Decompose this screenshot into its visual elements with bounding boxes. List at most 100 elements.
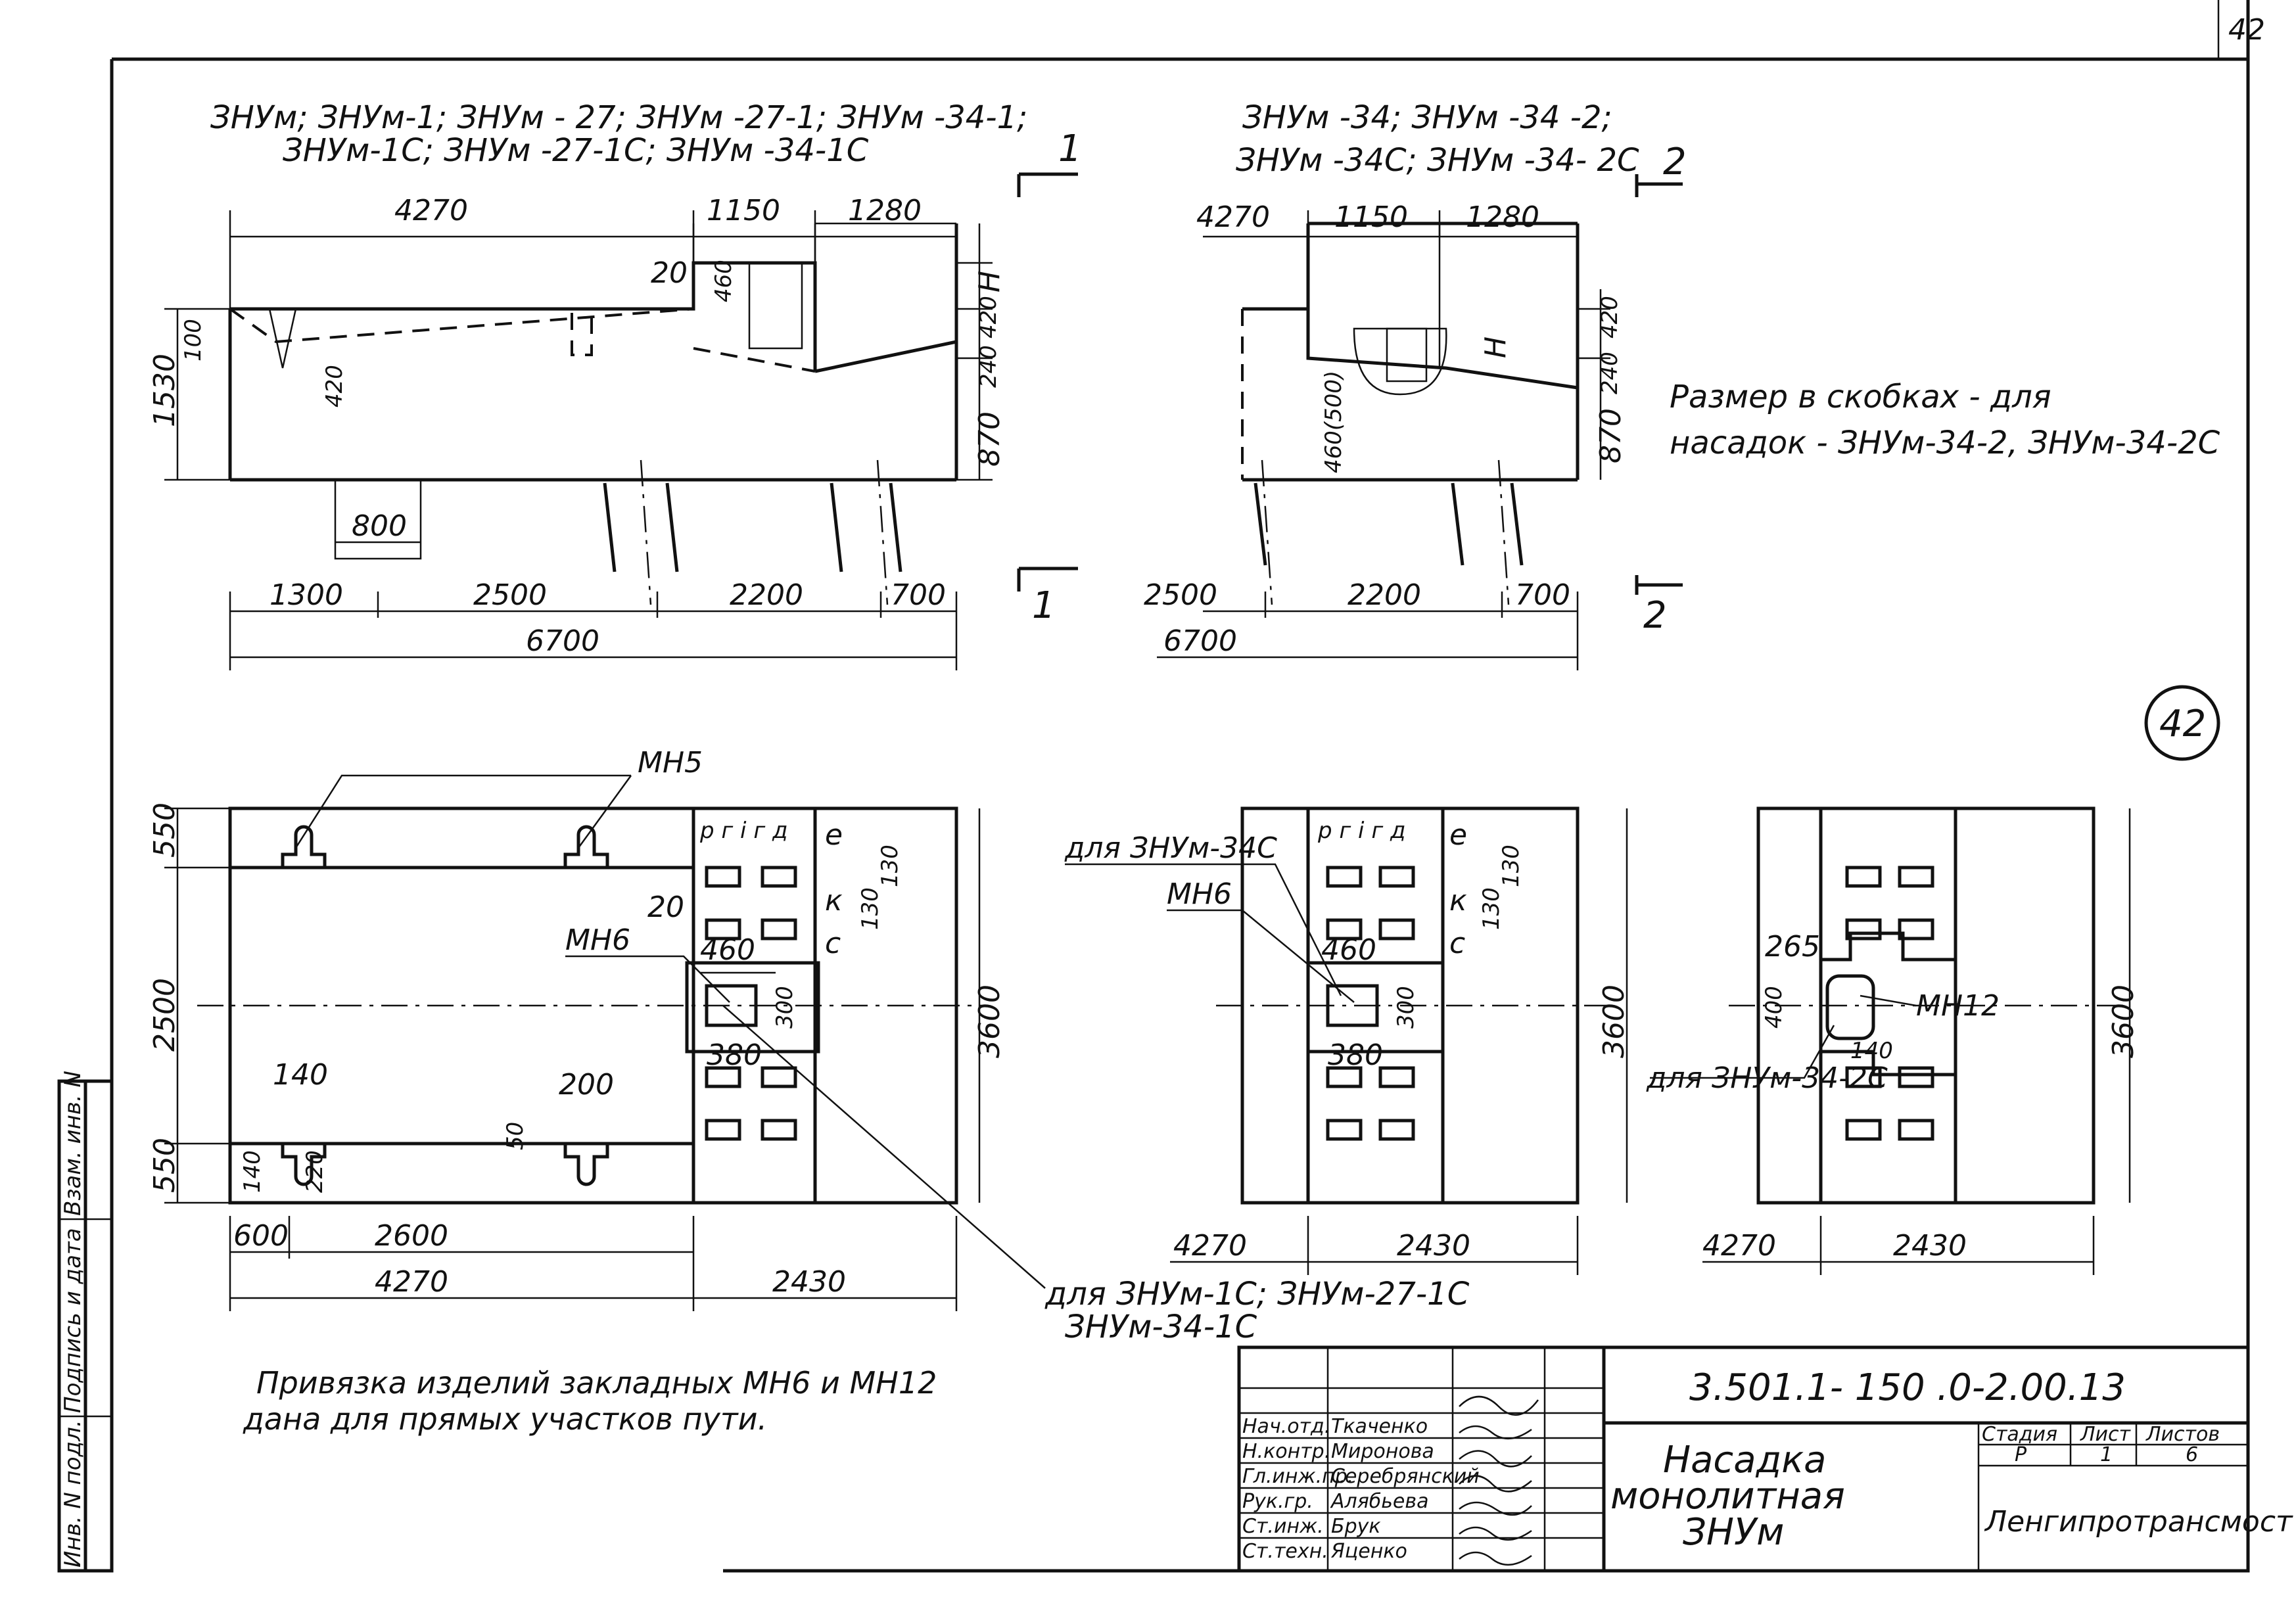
- letter-e: е: [825, 818, 843, 852]
- dim-2200: 2200: [730, 578, 803, 612]
- col-sheets: Листов: [2145, 1423, 2220, 1446]
- col-sheet: Лист: [2080, 1423, 2132, 1446]
- stamp-vzam: Взам. инв. N: [60, 1071, 86, 1216]
- window-grid-bottom: [1845, 1066, 1934, 1141]
- dim-6700: 6700: [526, 624, 599, 658]
- dim-3600: 3600: [2107, 985, 2140, 1058]
- dim-380: 380: [1328, 1038, 1383, 1072]
- dim-4270: 4270: [1173, 1229, 1247, 1263]
- dim-100: 100: [180, 319, 206, 361]
- name-6: Яценко: [1330, 1540, 1407, 1563]
- circled-number-text: 42: [2159, 703, 2206, 745]
- dim-420-left: 420: [321, 365, 348, 407]
- dim-2430: 2430: [1397, 1229, 1470, 1263]
- window-grid-top: [1845, 866, 1934, 941]
- doc-code: 3.501.1- 150 .0-2.00.13: [1689, 1366, 2126, 1409]
- elevation-right-title-1: ЗНУм -34; ЗНУм -34 -2;: [1242, 99, 1612, 136]
- section-mark-1-top: 1: [1058, 128, 1082, 170]
- note-brackets-1: Размер в скобках - для: [1670, 379, 2051, 415]
- section-mark-2-top: 2: [1663, 141, 1687, 183]
- dim-300: 300: [772, 986, 798, 1029]
- dim-3600: 3600: [973, 985, 1006, 1058]
- callout-1c-line2: ЗНУм-34-1С: [1065, 1309, 1257, 1345]
- dim-460: 460: [711, 260, 737, 302]
- role-2: Н.контр.: [1242, 1440, 1330, 1463]
- dim-h: Н: [1479, 337, 1512, 358]
- dim-50: 50: [502, 1122, 528, 1150]
- dim-550-top: 550: [148, 802, 181, 858]
- window-grid-bottom: [705, 1066, 797, 1141]
- note-line1: Привязка изделий закладных МН6 и МН12: [256, 1365, 937, 1401]
- label-mn12: МН12: [1916, 989, 2000, 1023]
- stamp-inv-podl: Инв. N подл.: [60, 1420, 86, 1568]
- grid-letters: р г і г д: [1317, 818, 1406, 844]
- elevation-right: ЗНУм -34; ЗНУм -34 -2; ЗНУм -34С; ЗНУм -…: [1144, 99, 1687, 670]
- plan-left: МН5 р г і г д е к с 130 130 МН6 20 460 3…: [148, 746, 1046, 1311]
- dim-300: 300: [1393, 986, 1419, 1029]
- dim-2430: 2430: [772, 1265, 846, 1299]
- dim-top-1150: 1150: [1334, 200, 1408, 234]
- dim-550-bottom: 550: [148, 1138, 181, 1193]
- sheets-value: 6: [2186, 1443, 2198, 1466]
- label-mn6: МН6: [1167, 877, 1232, 911]
- dim-600: 600: [233, 1219, 289, 1253]
- col-stage: Стадия: [1982, 1423, 2057, 1446]
- dim-right-870: 870: [973, 411, 1006, 467]
- dim-1300: 1300: [269, 578, 343, 612]
- dim-2500: 2500: [148, 978, 181, 1052]
- dim-top-1150: 1150: [707, 194, 780, 227]
- note-line2: дана для прямых участков пути.: [243, 1401, 767, 1437]
- dim-2500: 2500: [1144, 578, 1217, 612]
- dim-top-4270: 4270: [394, 194, 468, 227]
- dim-right-240: 240: [1597, 352, 1623, 394]
- letter-k: к: [825, 884, 843, 918]
- dim-right-H: Н: [973, 271, 1006, 292]
- title-line1: Насадка: [1663, 1439, 1826, 1481]
- role-1: Нач.отд.: [1242, 1415, 1330, 1438]
- label-mn6: МН6: [565, 923, 630, 957]
- dim-200: 200: [559, 1068, 614, 1102]
- dim-2430: 2430: [1893, 1229, 1967, 1263]
- dim-460-500: 460(500): [1321, 371, 1347, 473]
- dim-460: 460: [700, 933, 755, 967]
- letter-k: к: [1449, 884, 1467, 918]
- role-4: Рук.гр.: [1242, 1490, 1313, 1513]
- dim-700: 700: [891, 578, 946, 612]
- stage-value: Р: [2015, 1443, 2027, 1466]
- elevation-left-title-1: ЗНУм; ЗНУм-1; ЗНУм - 27; ЗНУм -27-1; ЗНУ…: [210, 99, 1027, 136]
- dim-2500: 2500: [473, 578, 547, 612]
- role-3: Гл.инж.пр.: [1242, 1465, 1353, 1488]
- elevation-right-title-2: ЗНУм -34С; ЗНУм -34- 2С: [1236, 142, 1639, 179]
- dim-130-b: 130: [1498, 845, 1524, 887]
- window-grid-top: [1326, 866, 1415, 941]
- organization: Ленгипротрансмост: [1984, 1505, 2293, 1539]
- dim-800: 800: [352, 509, 407, 543]
- dim-right-240: 240: [975, 345, 1002, 388]
- dim-20: 20: [651, 256, 688, 290]
- plan-mid: р г і г д е к с 130 130 для ЗНУм-34С МН6…: [1064, 806, 1631, 1275]
- label-for-34-2c: для ЗНУм-34-2С: [1646, 1061, 1888, 1095]
- dim-265: 265: [1765, 930, 1820, 964]
- letter-c: с: [1449, 927, 1465, 960]
- title-line2: монолитная: [1610, 1475, 1845, 1518]
- dim-20: 20: [647, 891, 684, 924]
- dim-130-a: 130: [1478, 887, 1505, 930]
- dim-140: 140: [1850, 1038, 1893, 1064]
- role-6: Ст.техн.: [1242, 1540, 1328, 1563]
- title-block: 3.501.1- 150 .0-2.00.13 Нач.отд. Н.контр…: [1237, 1345, 2293, 1573]
- plan-right: 265 400 МН12 140 для ЗНУм-34-2С 3600 427…: [1646, 806, 2140, 1275]
- dim-3600: 3600: [1597, 985, 1631, 1058]
- dim-top-1280: 1280: [848, 194, 922, 227]
- stamp-podpis: Подпись и дата: [60, 1228, 86, 1413]
- signatures: [1459, 1395, 1539, 1566]
- dim-2200: 2200: [1347, 578, 1421, 612]
- side-stamp: Инв. N подл. Подпись и дата Взам. инв. N: [57, 1071, 114, 1573]
- dim-right-420: 420: [1597, 296, 1623, 338]
- dim-130-b: 130: [877, 845, 903, 887]
- name-2: Миронова: [1331, 1440, 1434, 1463]
- dim-140-side: 140: [239, 1150, 266, 1193]
- dim-top-4270: 4270: [1196, 200, 1270, 234]
- name-5: Брук: [1331, 1515, 1381, 1538]
- grid-letters: р г і г д: [699, 818, 788, 844]
